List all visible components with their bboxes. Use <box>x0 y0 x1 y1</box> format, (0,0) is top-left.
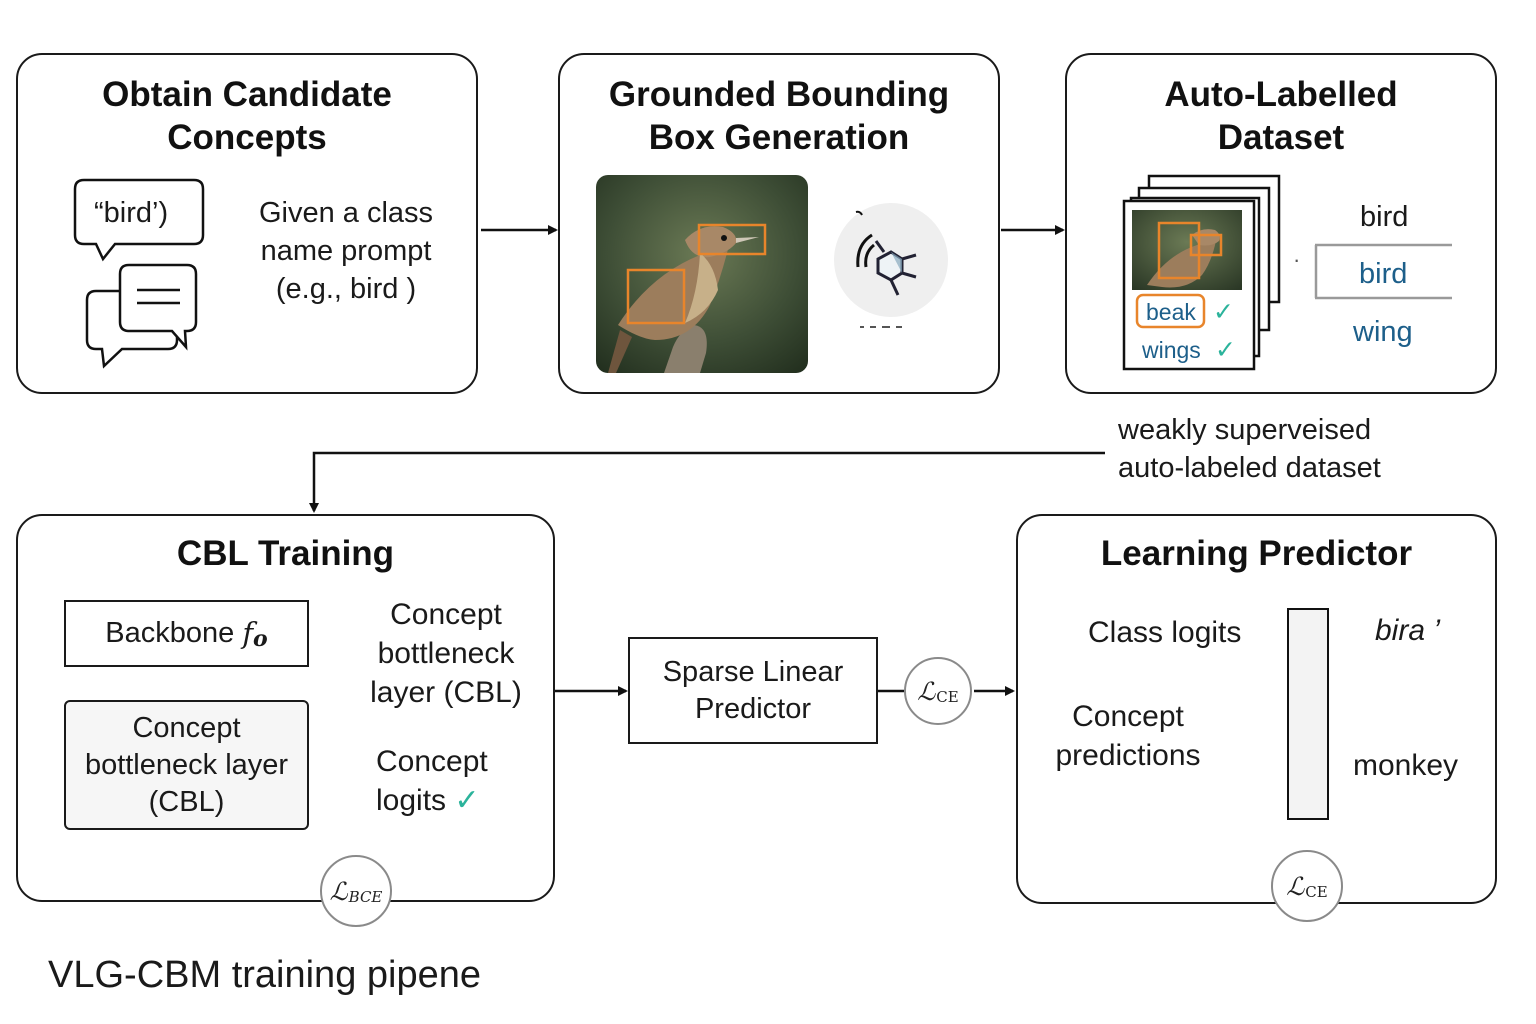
weak-supervision-note: weakly superveised auto-labeled dataset <box>1118 414 1381 484</box>
dataset-label-wing: wing <box>1353 316 1413 348</box>
panel-title: CBL Training <box>176 534 395 573</box>
panel-title: Grounded Bounding Box Generation <box>608 75 950 157</box>
stack-dots: · <box>1293 247 1301 272</box>
cbl-side-label: Concept bottleneck layer (CBL) <box>370 598 522 709</box>
tag-beak: beak <box>1146 299 1196 325</box>
check-logits-icon: ✓ <box>454 784 480 817</box>
arrow-dataset-to-cbl <box>309 451 1105 513</box>
backbone-label: Backbone <box>105 617 235 649</box>
output-label-monkey: monkey <box>1353 749 1459 782</box>
check-wings-icon: ✓ <box>1215 336 1236 364</box>
dataset-label-bird: bird <box>1360 201 1409 233</box>
predictor-weight-bar <box>1287 608 1329 820</box>
panel-grounded-bbox: Grounded Bounding Box Generation <box>558 53 1000 394</box>
bird-photo-with-boxes <box>596 175 948 373</box>
bubble-bird-text: “bird’) <box>94 197 169 229</box>
tag-wings: wings <box>1142 337 1201 363</box>
dataset-label-bird-selected: bird <box>1359 258 1408 290</box>
sparse-linear-predictor-box: Sparse Linear Predictor <box>628 637 878 744</box>
backbone-symbol: f <box>242 616 254 650</box>
class-logits-label: Class logits <box>1088 616 1242 649</box>
panel-learning-predictor: Learning Predictor <box>1016 514 1497 904</box>
concept-logits-label: Concept logits ✓ <box>376 745 488 817</box>
concepts-description: Given a class name prompt (e.g., bird ) <box>258 197 434 305</box>
image-stack <box>1122 174 1452 371</box>
panel-title: Obtain Candidate Concepts <box>102 75 392 157</box>
chat-bubbles-icon <box>73 178 205 369</box>
concept-predictions-label: Concept predictions <box>1055 700 1201 772</box>
check-beak-icon: ✓ <box>1213 298 1234 326</box>
backbone-subscript: o <box>253 626 268 652</box>
panel-obtain-concepts: Obtain Candidate Concepts “bird’) Given … <box>16 53 478 394</box>
panel-title: Learning Predictor <box>1100 534 1413 573</box>
output-label-bird: bira ’ <box>1375 614 1441 647</box>
figure-caption: VLG-CBM training pipene <box>48 954 481 996</box>
panel-auto-labelled-dataset: Auto-Labelled Dataset beak ✓ wings ✓ · b… <box>1065 53 1497 394</box>
cbl-box: Concept bottleneck layer (CBL) <box>64 700 309 830</box>
panel-title: Auto-Labelled Dataset <box>1164 75 1398 157</box>
